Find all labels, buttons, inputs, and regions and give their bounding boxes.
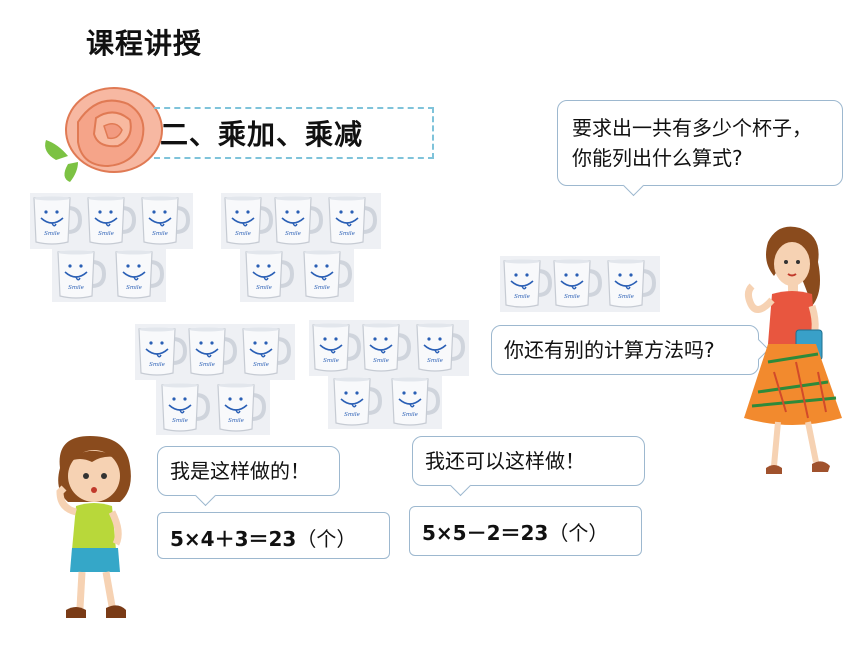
svg-text:Smile: Smile: [618, 294, 635, 300]
mug-icon: Smile: [330, 375, 382, 427]
mug-icon: Smile: [221, 194, 273, 246]
mug-icon: Smile: [550, 257, 602, 309]
mug-icon: Smile: [84, 194, 136, 246]
mug-icon: Smile: [271, 194, 323, 246]
svg-text:Smile: Smile: [44, 231, 61, 237]
mug-icon: Smile: [388, 375, 440, 427]
mug-icon: Smile: [242, 248, 294, 300]
equation-left: 5×4＋3＝23（个）: [157, 512, 390, 559]
svg-text:Smile: Smile: [126, 285, 143, 291]
equation-left-unit: （个）: [296, 527, 357, 551]
svg-text:Smile: Smile: [373, 358, 390, 364]
teacher-question-text: 要求出一共有多少个杯子，你能列出什么算式?: [572, 116, 812, 170]
svg-text:Smile: Smile: [285, 231, 302, 237]
equation-right-expr: 5×5－2＝23: [422, 521, 549, 545]
svg-text:Smile: Smile: [344, 412, 361, 418]
mug-icon: Smile: [112, 248, 164, 300]
bubble-tail: [622, 174, 645, 197]
mug-icon: Smile: [158, 381, 210, 433]
rose-icon: [38, 82, 164, 184]
svg-text:Smile: Smile: [514, 294, 531, 300]
svg-text:Smile: Smile: [149, 362, 166, 368]
svg-text:Smile: Smile: [152, 231, 169, 237]
section-heading: 二、乘加、乘减: [160, 118, 364, 151]
equation-left-expr: 5×4＋3＝23: [170, 527, 297, 551]
svg-text:Smile: Smile: [564, 294, 581, 300]
girl-second-text: 我还可以这样做！: [425, 449, 585, 473]
equation-right-unit: （个）: [548, 521, 609, 545]
mug-icon: Smile: [604, 257, 656, 309]
svg-text:Smile: Smile: [172, 418, 189, 424]
banner-frame: [154, 107, 434, 159]
mug-icon: Smile: [300, 248, 352, 300]
svg-text:Smile: Smile: [256, 285, 273, 291]
svg-text:Smile: Smile: [427, 358, 444, 364]
bubble-tail: [194, 484, 217, 507]
mug-icon: Smile: [138, 194, 190, 246]
page-title: 课程讲授: [86, 27, 203, 60]
svg-text:Smile: Smile: [235, 231, 252, 237]
mug-icon: Smile: [135, 325, 187, 377]
teacher-alt-bubble: 你还有别的计算方法吗?: [491, 325, 770, 375]
mug-icon: Smile: [500, 257, 552, 309]
svg-text:Smile: Smile: [199, 362, 216, 368]
mug-icon: Smile: [214, 381, 266, 433]
mug-icon: Smile: [54, 248, 106, 300]
girl-first-text: 我是这样做的！: [170, 459, 310, 483]
svg-text:Smile: Smile: [98, 231, 115, 237]
mug-icon: Smile: [413, 321, 465, 373]
girl-illustration: [46, 432, 146, 626]
girl-first-bubble: 我是这样做的！: [157, 446, 340, 507]
bubble-tail: [449, 474, 472, 497]
svg-text:Smile: Smile: [68, 285, 85, 291]
svg-text:Smile: Smile: [228, 418, 245, 424]
equation-right: 5×5－2＝23（个）: [409, 506, 642, 556]
mug-icon: Smile: [185, 325, 237, 377]
mug-icon: Smile: [325, 194, 377, 246]
svg-text:Smile: Smile: [253, 362, 270, 368]
girl-second-bubble: 我还可以这样做！: [412, 436, 645, 497]
teacher-alt-text: 你还有别的计算方法吗?: [504, 338, 715, 362]
svg-text:Smile: Smile: [402, 412, 419, 418]
svg-text:Smile: Smile: [314, 285, 331, 291]
svg-text:Smile: Smile: [339, 231, 356, 237]
svg-text:Smile: Smile: [323, 358, 340, 364]
section-banner: 二、乘加、乘减: [154, 107, 434, 159]
mug-icon: Smile: [30, 194, 82, 246]
mug-icon: Smile: [359, 321, 411, 373]
teacher-illustration: [738, 222, 848, 478]
mug-icon: Smile: [239, 325, 291, 377]
mug-icon: Smile: [309, 321, 361, 373]
teacher-question-bubble: 要求出一共有多少个杯子，你能列出什么算式?: [557, 100, 843, 197]
